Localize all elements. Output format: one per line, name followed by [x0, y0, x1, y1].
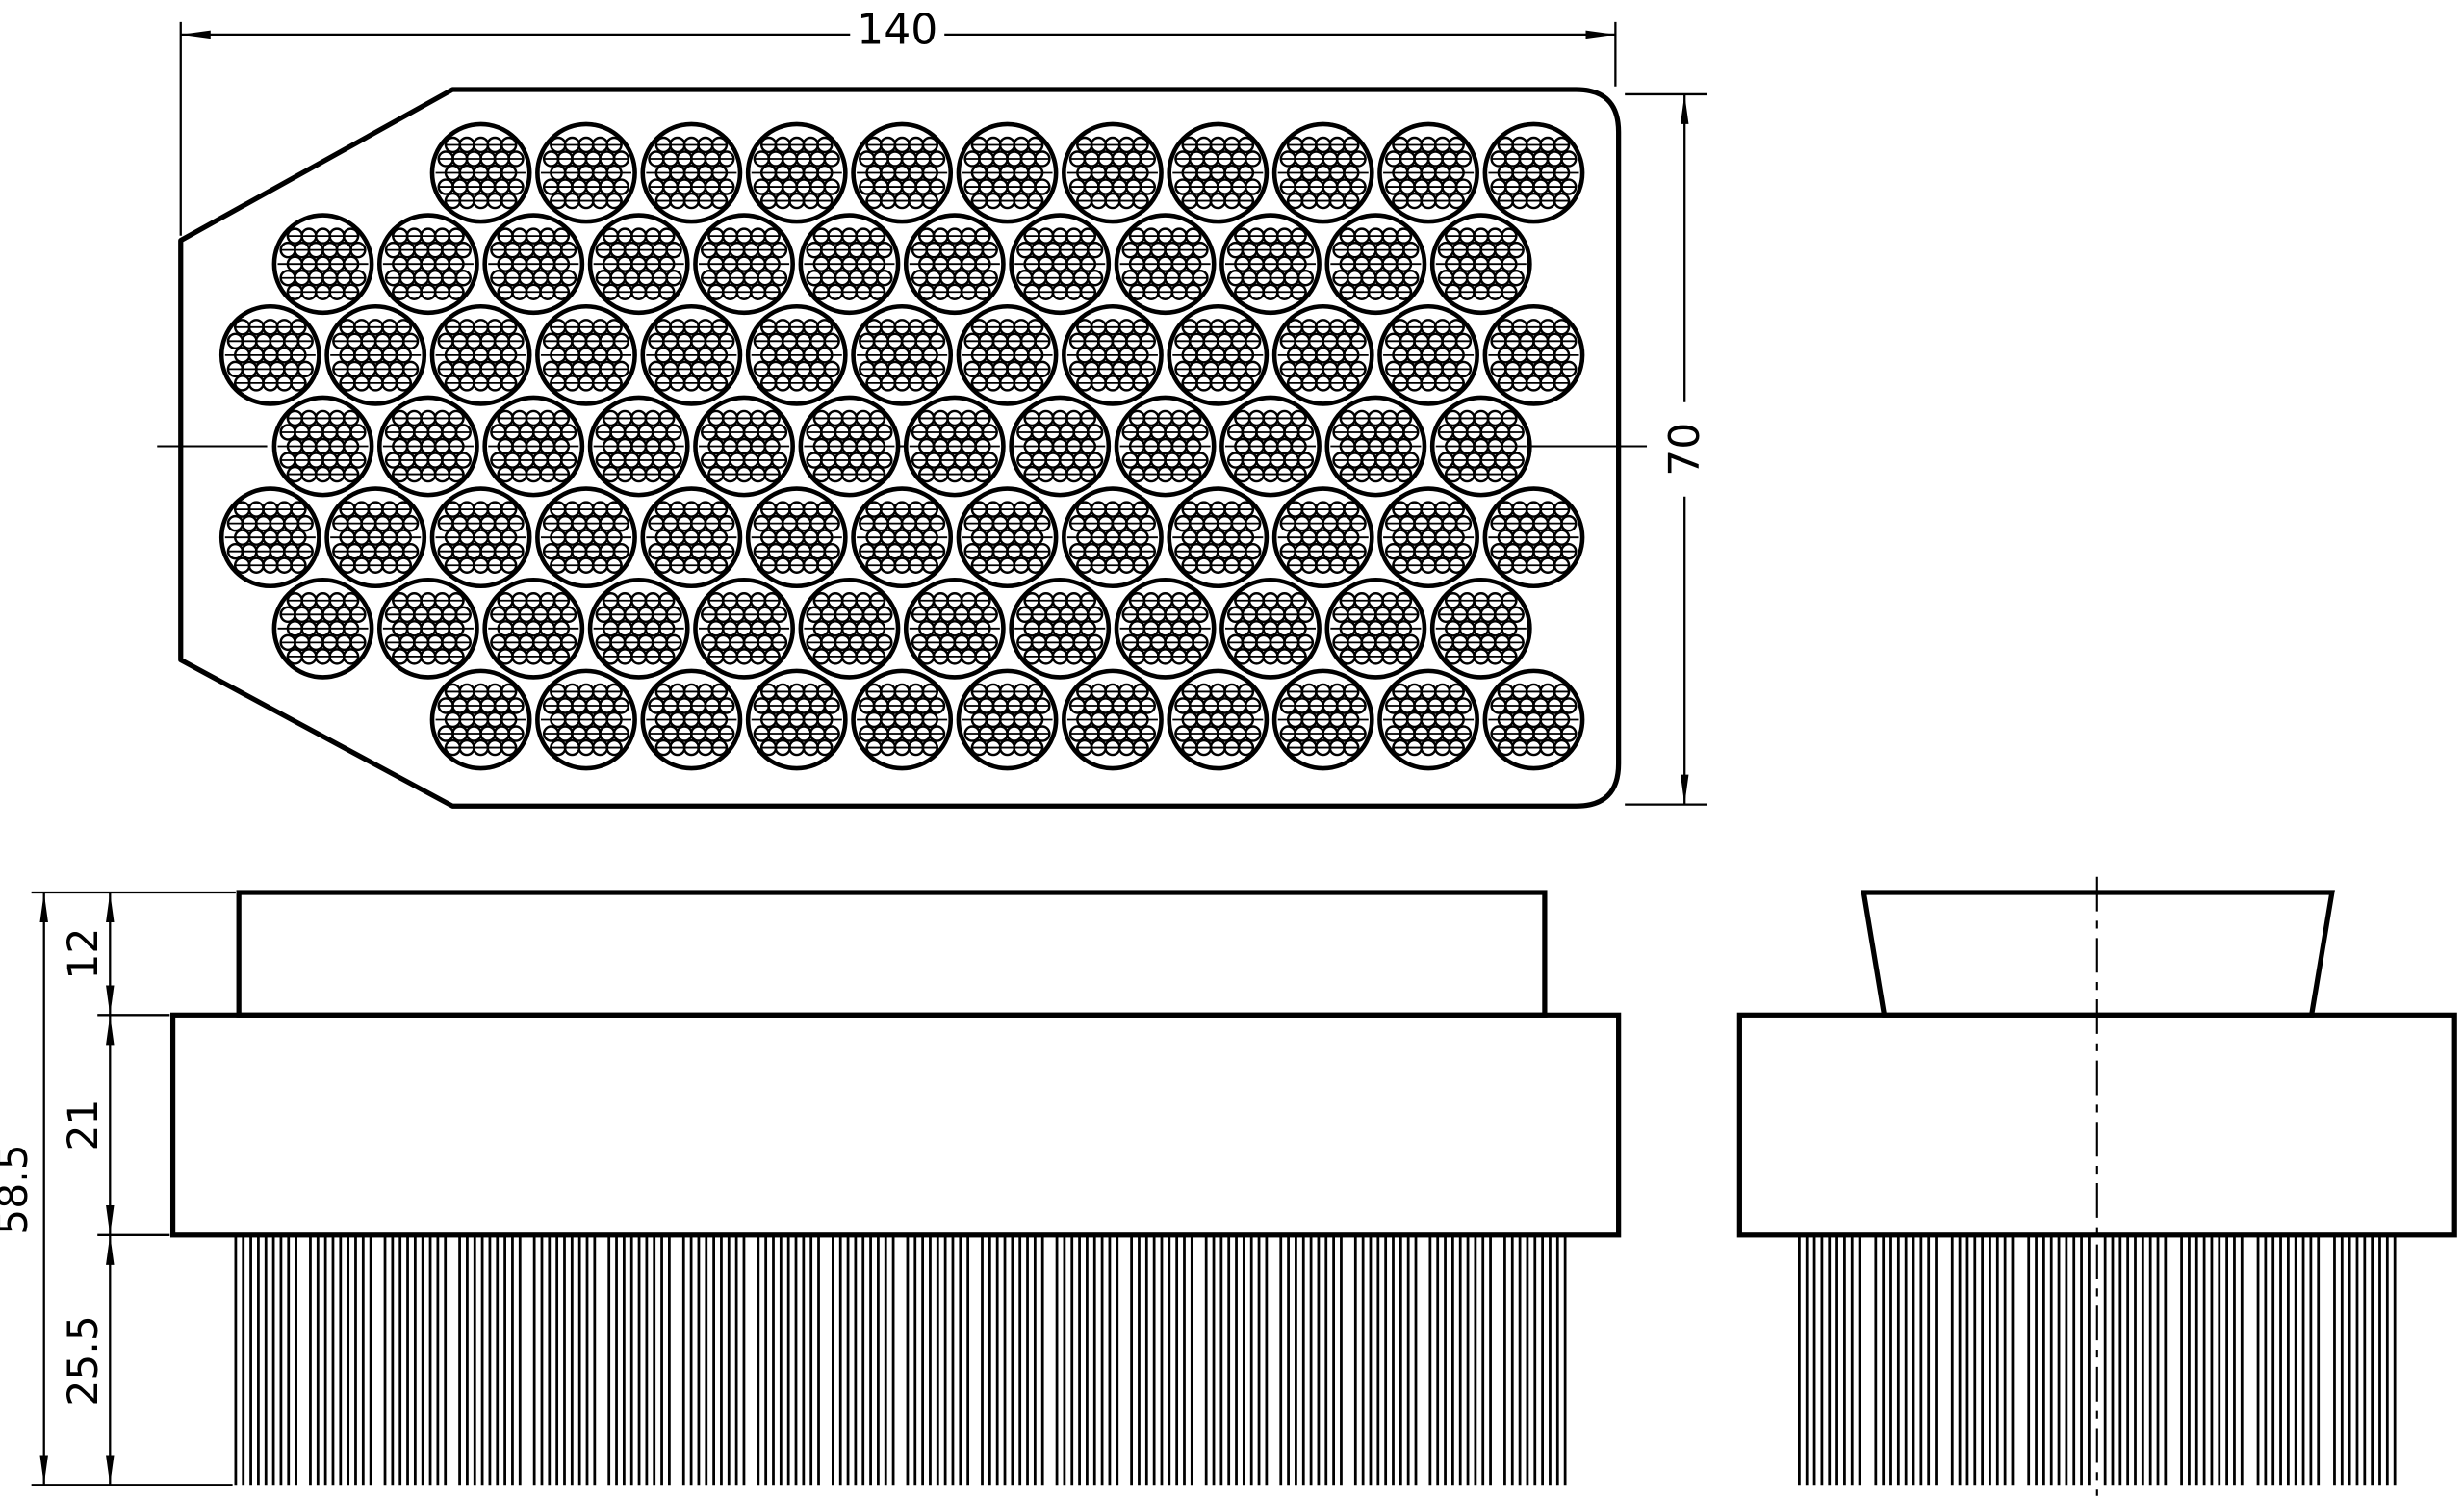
bristle-tuft	[906, 216, 1003, 313]
bristle-tuft	[1064, 489, 1161, 586]
bristle-tuft	[327, 489, 424, 586]
bristle-tuft	[379, 216, 476, 313]
bristle-tuft	[537, 489, 634, 586]
bristle-tuft	[1432, 398, 1529, 495]
bristle-tuft	[801, 216, 898, 313]
bristle-tuft	[590, 398, 687, 495]
dim-label-total-height: 58.5	[0, 1144, 38, 1234]
bristle-tuft	[854, 306, 951, 403]
bristle-tuft	[748, 489, 845, 586]
top-view	[157, 87, 1648, 809]
dim-label-height: 70	[1660, 423, 1709, 477]
bristle-tuft	[959, 671, 1056, 768]
bristle-tuft	[801, 580, 898, 677]
bristle-tuft	[1485, 489, 1582, 586]
bristle-tuft	[537, 124, 634, 221]
bristle-tuft	[695, 580, 792, 677]
bristle-tuft	[959, 489, 1056, 586]
bristle-tuft	[854, 124, 951, 221]
bristle-tuft	[959, 124, 1056, 221]
bristle-tuft	[801, 398, 898, 495]
bristle-tuft	[643, 124, 740, 221]
bristle-tuft	[1274, 489, 1372, 586]
bristle-tuft	[854, 489, 951, 586]
drawing-geometry	[31, 21, 2457, 1496]
bristle-tuft	[274, 216, 372, 313]
bristle-tuft	[1485, 671, 1582, 768]
bristle-tuft	[748, 671, 845, 768]
bristle-tuft	[1379, 306, 1476, 403]
bristle-tuft	[432, 489, 529, 586]
bristle-tuft	[1327, 580, 1424, 677]
bristle-tuft	[1116, 398, 1214, 495]
bristle-tuft	[1064, 124, 1161, 221]
bristle-tuft	[1012, 580, 1109, 677]
bristle-tuft	[1221, 216, 1319, 313]
bristle-tuft	[485, 398, 582, 495]
bristle-tuft	[1221, 580, 1319, 677]
bristle-tuft	[1485, 306, 1582, 403]
bristle-tuft	[695, 216, 792, 313]
bristle-tuft	[1169, 489, 1267, 586]
bristle-tuft	[590, 216, 687, 313]
dim-label-handle-height: 12	[61, 928, 108, 980]
dimensions	[31, 21, 1707, 1486]
bristle-tuft	[432, 671, 529, 768]
bristle-tuft	[1169, 124, 1267, 221]
dim-label-body-height: 21	[61, 1099, 108, 1151]
bristle-tuft	[643, 671, 740, 768]
bristle-lines	[1798, 1234, 2397, 1486]
bristle-tuft	[327, 306, 424, 403]
bristle-tuft	[1012, 216, 1109, 313]
bristle-tuft	[1432, 580, 1529, 677]
side-view	[1736, 876, 2457, 1496]
bristle-tuft	[432, 306, 529, 403]
bristle-tuft	[1432, 216, 1529, 313]
bristle-tuft	[1064, 306, 1161, 403]
bristle-tuft	[274, 580, 372, 677]
bristle-tuft	[1379, 124, 1476, 221]
bristle-tuft	[1274, 671, 1372, 768]
bristle-tuft	[1379, 489, 1476, 586]
bristle-tuft	[379, 580, 476, 677]
bristle-tuft	[1327, 216, 1424, 313]
bristle-tuft	[906, 580, 1003, 677]
bristle-tuft	[1327, 398, 1424, 495]
front-view	[169, 890, 1622, 1486]
bristle-tuft	[1274, 124, 1372, 221]
bristle-lines	[234, 1234, 1567, 1486]
bristle-tuft	[485, 216, 582, 313]
bristle-tuft	[1064, 671, 1161, 768]
bristle-tuft	[854, 671, 951, 768]
bristle-tuft	[1274, 306, 1372, 403]
bristle-tuft	[485, 580, 582, 677]
bristle-tuft	[643, 306, 740, 403]
bristle-tuft	[1169, 671, 1267, 768]
dim-label-width: 140	[857, 6, 937, 55]
bristle-tuft	[748, 124, 845, 221]
bristle-tuft	[1012, 398, 1109, 495]
bristle-tuft	[695, 398, 792, 495]
bristle-tuft	[959, 306, 1056, 403]
bristle-tuft	[221, 489, 319, 586]
bristle-tuft	[1116, 580, 1214, 677]
bristle-tuft	[221, 306, 319, 403]
bristle-tuft	[1379, 671, 1476, 768]
bristle-tuft	[1169, 306, 1267, 403]
top-view-outline	[178, 87, 1622, 809]
bristle-tuft	[1485, 124, 1582, 221]
bristle-tuft	[590, 580, 687, 677]
bristle-tuft	[379, 398, 476, 495]
bristle-tuft	[643, 489, 740, 586]
dim-label-bristle-height: 25.5	[61, 1315, 108, 1406]
bristle-tuft	[432, 124, 529, 221]
bristle-tuft	[1221, 398, 1319, 495]
bristle-tuft	[274, 398, 372, 495]
bristle-tuft	[906, 398, 1003, 495]
bristle-tuft	[537, 306, 634, 403]
bristle-tuft	[1116, 216, 1214, 313]
bristle-tuft	[537, 671, 634, 768]
bristle-tuft	[748, 306, 845, 403]
